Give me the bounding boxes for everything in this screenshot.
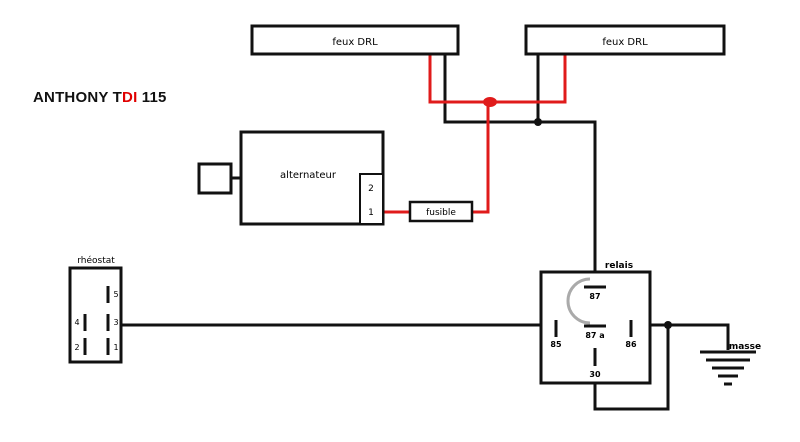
drl-right-label: feux DRL bbox=[602, 37, 648, 48]
alternator-pin-1: 1 bbox=[368, 208, 374, 218]
relay-pin-86: 86 bbox=[625, 340, 637, 349]
rheostat-pin-3: 3 bbox=[113, 318, 118, 327]
ground-symbol bbox=[700, 350, 756, 386]
alternator-label: alternateur bbox=[280, 170, 337, 181]
relay-86-junction-dot bbox=[664, 321, 672, 329]
positive-wires bbox=[383, 55, 567, 214]
wire-drl-left-positive bbox=[428, 55, 490, 104]
relay-pin-87a: 87 a bbox=[585, 331, 604, 340]
title-part-1: ANTHONY T bbox=[33, 89, 123, 106]
rheostat-label: rhéostat bbox=[77, 255, 115, 266]
wire-relay-86-to-ground bbox=[650, 323, 730, 350]
rheostat-pin-5: 5 bbox=[113, 290, 118, 299]
ground-wires bbox=[121, 55, 730, 411]
alternator-connector bbox=[359, 173, 384, 225]
ground-junction-dot bbox=[534, 118, 542, 126]
relay-pin-85: 85 bbox=[550, 340, 562, 349]
wire-drl-right-positive bbox=[490, 55, 567, 104]
alternator-pin-2: 2 bbox=[368, 184, 374, 194]
drl-right-box bbox=[524, 24, 726, 56]
wire-fuse-to-drl bbox=[472, 102, 490, 214]
relay-switch-arc bbox=[566, 277, 591, 325]
rheostat-pin-4: 4 bbox=[74, 318, 79, 327]
diagram-title: ANTHONY TDI 115 bbox=[33, 89, 167, 106]
alternator-pulley bbox=[197, 162, 233, 195]
rheostat-box bbox=[68, 266, 123, 364]
fuse-label: fusible bbox=[426, 208, 456, 218]
drl-left-label: feux DRL bbox=[332, 37, 378, 48]
ground-label: masse bbox=[729, 342, 761, 352]
drl-left-box bbox=[250, 24, 460, 56]
relay-label: relais bbox=[605, 261, 633, 271]
rheostat-pin-1: 1 bbox=[113, 343, 118, 352]
title-part-2: DI bbox=[122, 89, 138, 106]
wire-relay-30-loop bbox=[593, 325, 670, 411]
title-part-3: 115 bbox=[137, 89, 167, 106]
positive-junction-dot bbox=[483, 97, 497, 107]
relay-terminals bbox=[554, 285, 633, 366]
fuse-box bbox=[408, 200, 474, 223]
rheostat-terminals bbox=[83, 286, 110, 355]
rheostat-pin-2: 2 bbox=[74, 343, 79, 352]
relay-pin-87: 87 bbox=[589, 292, 600, 301]
wire-drl-left-ground bbox=[443, 55, 597, 272]
relay-pin-30: 30 bbox=[589, 370, 601, 379]
